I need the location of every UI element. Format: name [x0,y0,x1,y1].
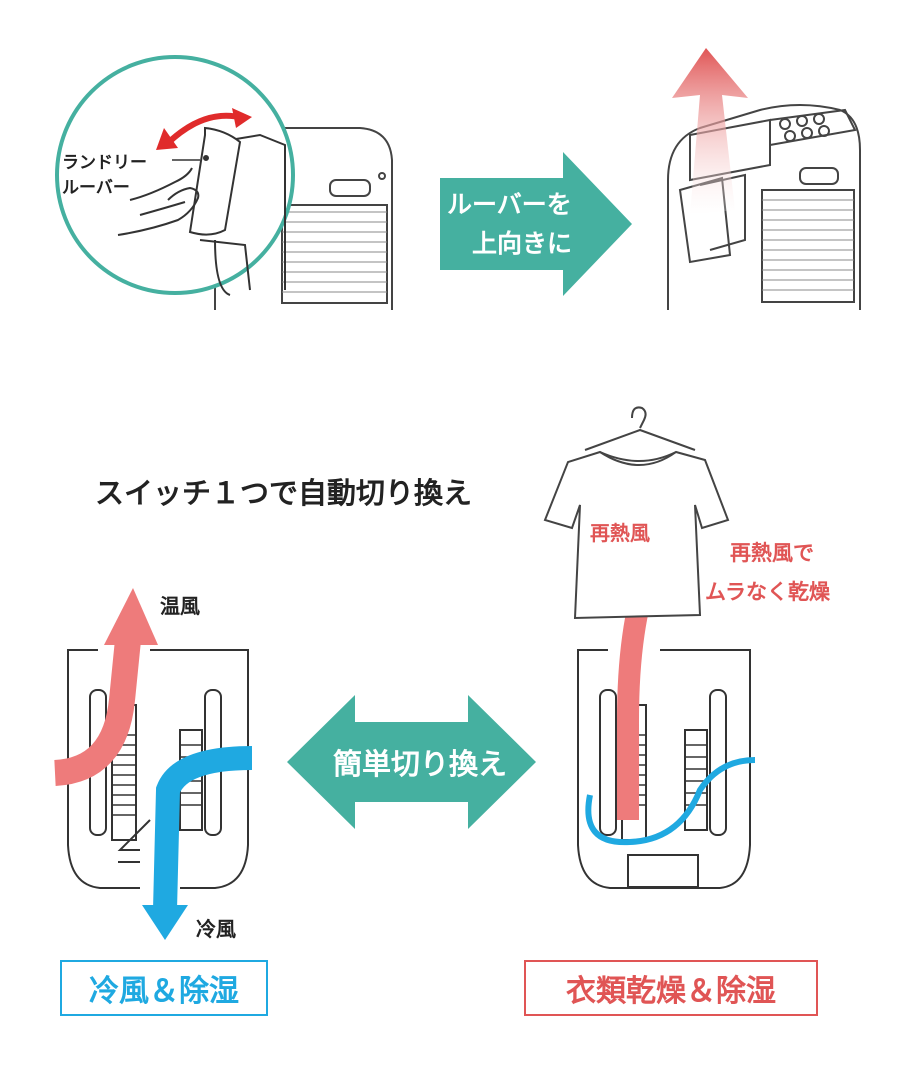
switch-double-arrow [287,695,536,829]
louver-up-arrow [440,152,632,296]
louver-label-line2: ルーバー [62,178,130,198]
cold-dehumidify-mode-box: 冷風＆除湿 [60,960,268,1016]
upward-airflow-arrow [672,48,748,215]
clothes-drying-mode-box: 衣類乾燥＆除湿 [524,960,818,1016]
reheat-note-line2: ムラなく乾燥 [705,580,831,604]
rotate-arrow-icon [156,108,252,150]
warm-air-label: 温風 [160,594,200,618]
switch-heading: スイッチ１つで自動切り換え [95,476,472,510]
arrow-text-line2: 上向きに [472,229,572,258]
reheat-note-line1: 再熱風で [730,541,814,565]
cold-air-label: 冷風 [196,917,236,941]
dehumidify-airflow-line [585,757,756,846]
switch-label: 簡単切り換え [333,747,507,781]
louver-closeup [117,126,286,296]
clothes-drying-mode-label: 衣類乾燥＆除湿 [566,974,776,1009]
warm-air-arrow [53,588,158,786]
louver-callout-circle [55,55,295,295]
cold-air-arrow [142,746,253,940]
arrow-text-line1: ルーバーを [447,190,572,219]
dehumidifier-left-illustration [214,127,393,310]
shirt-on-hanger-illustration [543,406,730,620]
cold-dehumidify-mode-label: 冷風＆除湿 [89,974,239,1009]
reheat-air-label: 再熱風 [590,521,650,545]
louver-label-line1: ランドリー [62,153,147,173]
